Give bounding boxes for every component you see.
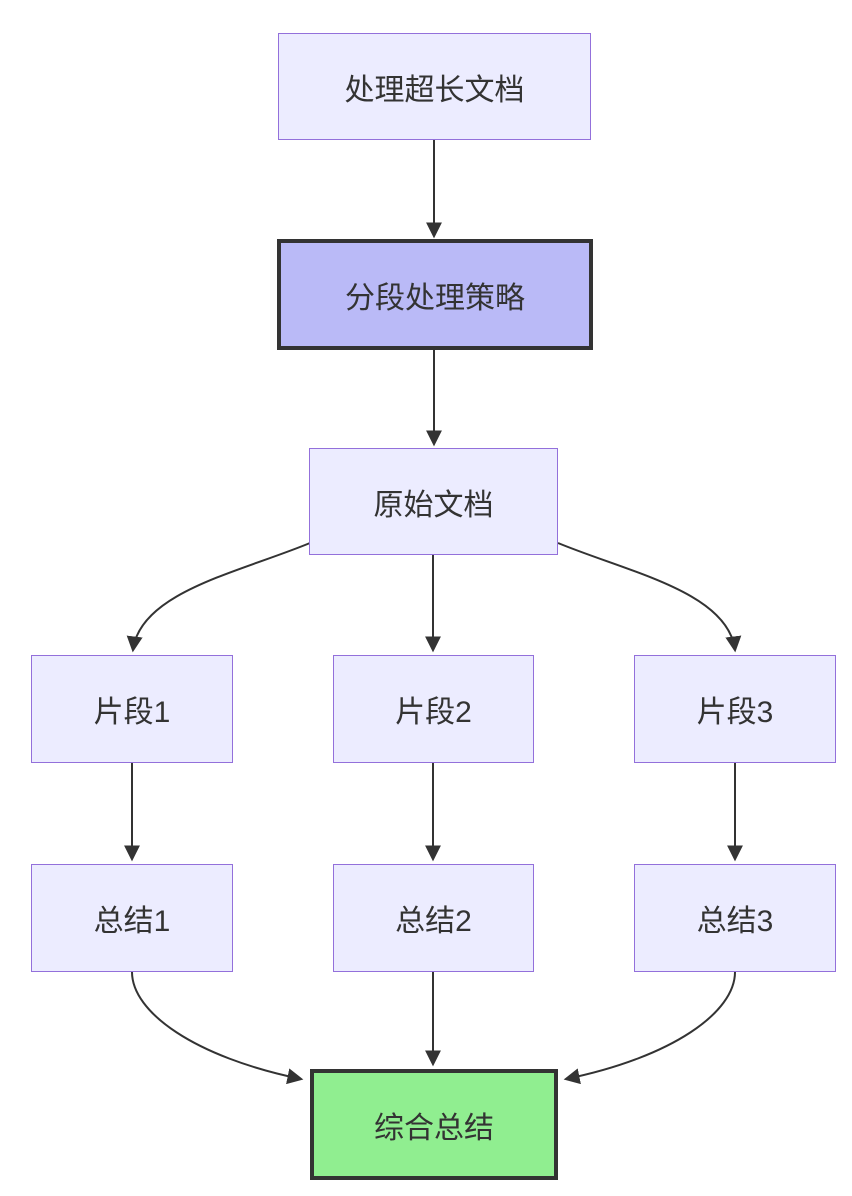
node-final-summary: 综合总结 — [310, 1069, 558, 1180]
node-fragment-3-label: 片段3 — [696, 696, 774, 729]
node-summary-1-label: 总结1 — [93, 905, 171, 938]
node-summary-1: 总结1 — [31, 864, 233, 972]
node-summary-2: 总结2 — [333, 864, 534, 972]
node-strategy-label: 分段处理策略 — [345, 281, 525, 315]
node-fragment-1-label: 片段1 — [93, 696, 171, 729]
node-summary-2-label: 总结2 — [395, 905, 472, 938]
node-fragment-2-label: 片段2 — [395, 696, 472, 729]
node-source-document: 原始文档 — [309, 448, 558, 555]
node-fragment-1: 片段1 — [31, 655, 233, 763]
node-summary-3-label: 总结3 — [696, 905, 774, 938]
edge-summary1-to-final — [131, 971, 304, 1085]
node-fragment-3: 片段3 — [634, 655, 836, 763]
node-start-label: 处理超长文档 — [344, 73, 525, 107]
node-strategy: 分段处理策略 — [277, 239, 593, 350]
edge-source-to-fragment1 — [126, 542, 311, 653]
node-start: 处理超长文档 — [278, 33, 591, 140]
node-final-summary-label: 综合总结 — [374, 1111, 494, 1145]
node-summary-3: 总结3 — [634, 864, 836, 972]
edge-source-to-fragment3 — [557, 542, 742, 653]
edge-summary3-to-final — [563, 971, 736, 1085]
node-fragment-2: 片段2 — [333, 655, 534, 763]
node-source-document-label: 原始文档 — [373, 488, 494, 522]
